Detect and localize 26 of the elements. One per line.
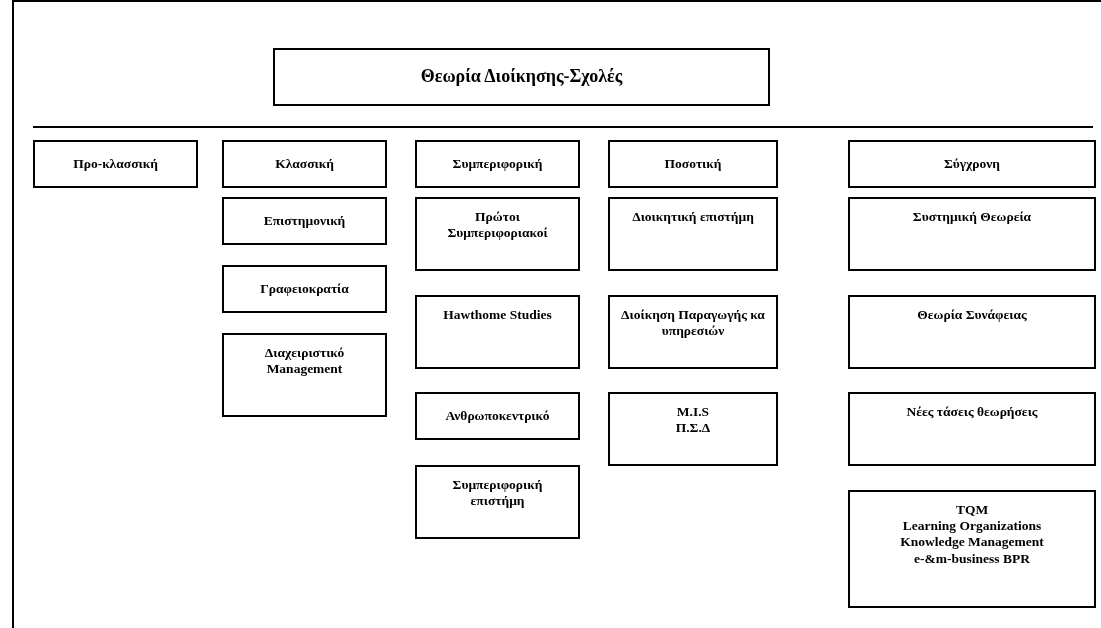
category-box: Σύγχρονη: [848, 140, 1096, 188]
subcategory-box: Διαχειριστικό Management: [222, 333, 387, 417]
box-text: Knowledge Management: [899, 534, 1045, 551]
category-box: Ποσοτική: [608, 140, 778, 188]
box-text: e-&m-business BPR: [913, 550, 1031, 567]
subcategory-box: Διοικητική επιστήμη: [608, 197, 778, 271]
subcategory-box: Ανθρωποκεντρικό: [415, 392, 580, 440]
category-box: Κλασσική: [222, 140, 387, 188]
category-box: Προ-κλασσική: [33, 140, 198, 188]
subcategory-box: Συμπεριφορική επιστήμη: [415, 465, 580, 539]
title-box: Θεωρία Διοίκησης-Σχολές: [273, 48, 770, 106]
subcategory-box: Hawthome Studies: [415, 295, 580, 369]
box-text: M.I.S: [675, 404, 711, 421]
subcategory-box: Θεωρία Συνάφειας: [848, 295, 1096, 369]
subcategory-box: Γραφειοκρατία: [222, 265, 387, 313]
subcategory-box: Συστημική Θεωρεία: [848, 197, 1096, 271]
subcategory-box: [608, 392, 778, 466]
subcategory-box: Διοίκηση Παραγωγής κα υπηρεσιών: [608, 295, 778, 369]
box-text: TQM: [954, 502, 990, 519]
subcategory-box: Πρώτοι Συμπεριφοριακοί: [415, 197, 580, 271]
subcategory-box: Επιστημονική: [222, 197, 387, 245]
box-text: Learning Organizations: [901, 518, 1043, 535]
box-text: Π.Σ.Δ: [674, 420, 712, 437]
subcategory-box: [848, 490, 1096, 608]
category-box: Συμπεριφορική: [415, 140, 580, 188]
subcategory-box: Νέες τάσεις θεωρήσεις: [848, 392, 1096, 466]
